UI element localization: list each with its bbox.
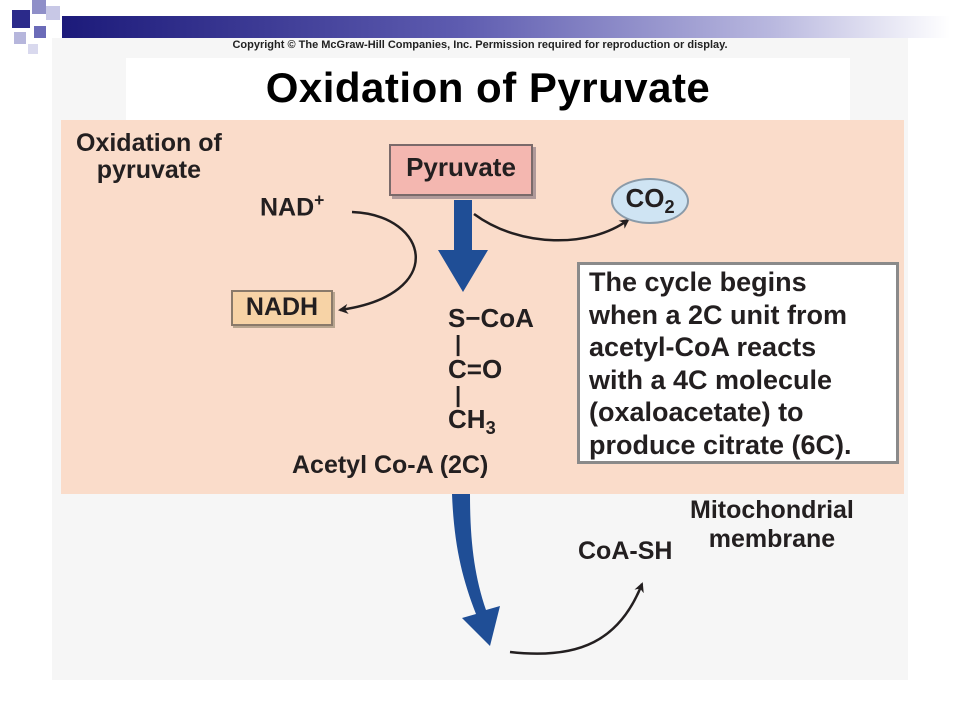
stage-label-line1: Oxidation of bbox=[76, 129, 222, 157]
coa-sh-label: CoA-SH bbox=[578, 537, 673, 565]
nadh-label: NADH bbox=[245, 293, 319, 321]
copyright-notice: Copyright © The McGraw-Hill Companies, I… bbox=[232, 39, 728, 51]
nad-main: NAD bbox=[260, 193, 315, 222]
slide-decoration-square bbox=[12, 10, 30, 28]
membrane-label-line1: Mitochondrial bbox=[690, 496, 854, 524]
ch3-subscript: 3 bbox=[485, 418, 496, 439]
co2-main: CO bbox=[625, 183, 665, 213]
nad-reduction-arrow bbox=[338, 210, 417, 314]
slide-title: Oxidation of Pyruvate bbox=[265, 64, 711, 111]
structure-ch3: CH3 bbox=[448, 404, 496, 439]
pyruvate-label: Pyruvate bbox=[406, 152, 516, 182]
structure-bond-2: | bbox=[455, 382, 462, 407]
co2-label: CO2 bbox=[611, 183, 689, 218]
nad-plus-label: NAD+ bbox=[260, 190, 324, 222]
acetyl-coa-label: Acetyl Co-A (2C) bbox=[292, 451, 489, 479]
slide-header-bar bbox=[62, 16, 950, 38]
structure-bond-1: | bbox=[455, 331, 462, 356]
stage-label-line2: pyruvate bbox=[96, 156, 202, 184]
stage-label: Oxidation of pyruvate bbox=[76, 130, 222, 184]
nadh-box bbox=[231, 290, 333, 326]
coa-sh-release-arrow bbox=[509, 582, 644, 655]
cycle-info-text: The cycle begins when a 2C unit from ace… bbox=[589, 267, 852, 460]
slide-decoration-square bbox=[14, 32, 26, 44]
co2-subscript: 2 bbox=[664, 197, 675, 218]
membrane-label-line2: membrane bbox=[708, 525, 836, 553]
title-background bbox=[126, 58, 850, 124]
co2-bubble bbox=[611, 178, 689, 224]
co2-release-arrow bbox=[473, 212, 630, 242]
structure-s-coa: S−CoA bbox=[448, 303, 534, 333]
slide-decoration-square bbox=[32, 0, 46, 14]
membrane-label: Mitochondrial membrane bbox=[690, 496, 854, 554]
ch3-main: CH bbox=[448, 404, 486, 434]
slide-decoration-square bbox=[34, 26, 46, 38]
nad-superscript: + bbox=[314, 190, 325, 210]
slide-decoration-square bbox=[28, 44, 38, 54]
pyruvate-box bbox=[389, 144, 533, 196]
flow-arrow-down bbox=[438, 200, 488, 292]
slide-decoration-square bbox=[46, 6, 60, 20]
flow-arrow-to-cycle bbox=[452, 494, 500, 646]
cycle-info-box bbox=[577, 262, 899, 464]
structure-c-o: C=O bbox=[448, 354, 503, 384]
